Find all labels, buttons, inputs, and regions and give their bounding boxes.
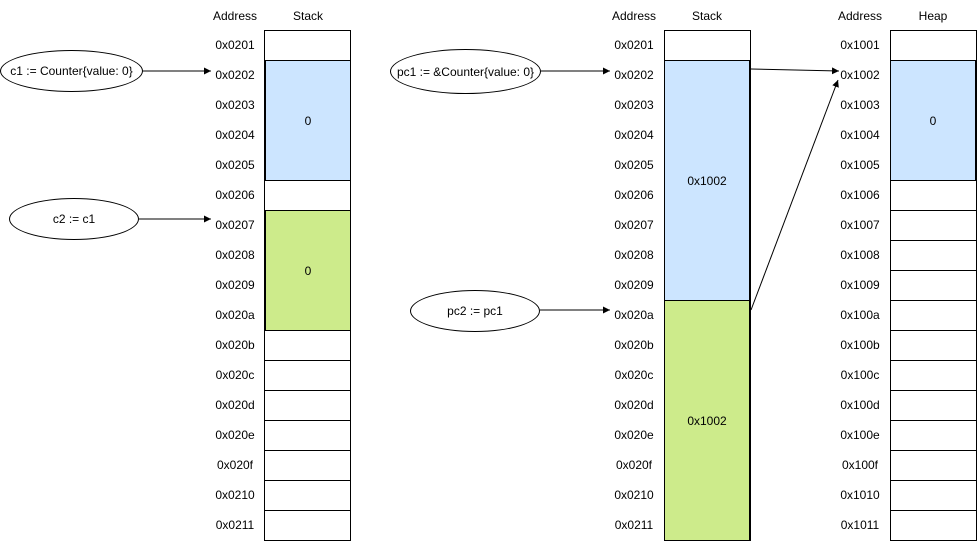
heap-address-label: 0x100a	[840, 308, 880, 322]
pc2-value: 0x1002	[687, 413, 727, 428]
heap-value-block: 0	[890, 60, 976, 181]
left-stack-address-label: 0x020d	[215, 398, 255, 412]
pc2-value-block: 0x1002	[664, 300, 750, 541]
heap-address-label: 0x1001	[840, 38, 880, 52]
middle-stack-memory-cell	[664, 30, 751, 61]
middle-stack-address-label: 0x0211	[614, 518, 654, 532]
c1-value: 0	[304, 113, 312, 128]
middle-stack-address-label: 0x020c	[614, 368, 654, 382]
left-stack-address-label: 0x020a	[215, 308, 255, 322]
middle-stack-address-label: 0x0209	[614, 278, 654, 292]
middle-stack-address-label: 0x0208	[614, 248, 654, 262]
middle-stack-address-label: 0x0201	[614, 38, 654, 52]
middle-stack-address-label: 0x0205	[614, 158, 654, 172]
left-stack-address-label: 0x0204	[215, 128, 255, 142]
heap-header: Heap	[918, 9, 948, 23]
left-stack-address-label: 0x020b	[215, 338, 255, 352]
heap-address-label: 0x1009	[840, 278, 880, 292]
middle-stack-header: Stack	[691, 9, 722, 23]
c2-label: c2 := c1	[52, 212, 96, 226]
heap-address-label: 0x1003	[840, 98, 880, 112]
heap-value: 0	[929, 113, 937, 128]
heap-memory-cell	[890, 330, 977, 361]
left-stack-address-label: 0x0206	[215, 188, 255, 202]
pc1-value-block: 0x1002	[664, 60, 750, 301]
middle-address-header: Address	[611, 9, 657, 23]
middle-stack-address-label: 0x0202	[614, 68, 654, 82]
pc2-pointer-arrow	[750, 79, 839, 311]
middle-stack-address-label: 0x020b	[614, 338, 654, 352]
heap-address-label: 0x1005	[840, 158, 880, 172]
heap-address-label: 0x1004	[840, 128, 880, 142]
heap-memory-cell	[890, 480, 977, 511]
heap-memory-cell	[890, 300, 977, 331]
left-stack-memory-cell	[264, 360, 351, 391]
heap-address-label: 0x1011	[840, 518, 880, 532]
left-stack-address-label: 0x0208	[215, 248, 255, 262]
left-stack-memory-cell	[264, 420, 351, 451]
middle-stack-address-label: 0x0206	[614, 188, 654, 202]
middle-stack-address-label: 0x020d	[614, 398, 654, 412]
left-stack-memory-cell	[264, 480, 351, 511]
pc1-declaration-ellipse: pc1 := &Counter{value: 0}	[390, 49, 541, 94]
c2-value-block: 0	[265, 210, 351, 331]
left-stack-header: Stack	[292, 9, 323, 23]
heap-memory-cell	[890, 240, 977, 271]
heap-address-label: 0x100e	[840, 428, 880, 442]
heap-address-label: 0x1007	[840, 218, 880, 232]
c2-value: 0	[304, 263, 312, 278]
pc1-value: 0x1002	[687, 173, 727, 188]
left-stack-address-label: 0x0205	[215, 158, 255, 172]
heap-address-label: 0x100c	[840, 368, 880, 382]
c1-declaration-ellipse: c1 := Counter{value: 0}	[0, 50, 143, 92]
left-stack-address-label: 0x0209	[215, 278, 255, 292]
left-stack-address-label: 0x0202	[215, 68, 255, 82]
middle-stack-address-label: 0x0207	[614, 218, 654, 232]
left-stack-address-label: 0x0207	[215, 218, 255, 232]
heap-memory-cell	[890, 390, 977, 421]
pc2-declaration-ellipse: pc2 := pc1	[410, 290, 540, 332]
left-stack-address-label: 0x020f	[216, 458, 254, 472]
c1-value-block: 0	[265, 60, 351, 181]
heap-address-label: 0x1008	[840, 248, 880, 262]
pc1-pointer-arrow	[750, 67, 840, 75]
middle-stack-address-label: 0x0204	[614, 128, 654, 142]
c1-label: c1 := Counter{value: 0}	[10, 64, 133, 78]
middle-stack-address-label: 0x020e	[614, 428, 654, 442]
middle-stack-address-label: 0x0203	[614, 98, 654, 112]
left-stack-address-label: 0x0203	[215, 98, 255, 112]
left-stack-address-label: 0x0211	[215, 518, 255, 532]
heap-address-label: 0x1006	[840, 188, 880, 202]
pc1-label: pc1 := &Counter{value: 0}	[396, 64, 535, 79]
heap-address-label: 0x1010	[840, 488, 880, 502]
heap-address-header: Address	[837, 9, 883, 23]
left-stack-address-label: 0x020c	[215, 368, 255, 382]
middle-stack-address-label: 0x020a	[614, 308, 654, 322]
left-stack-memory-cell	[264, 30, 351, 61]
heap-address-label: 0x1002	[840, 68, 880, 82]
pc2-label: pc2 := pc1	[447, 304, 503, 318]
left-stack-memory-cell	[264, 450, 351, 481]
left-stack-address-label: 0x0210	[215, 488, 255, 502]
heap-address-label: 0x100d	[840, 398, 880, 412]
middle-stack-address-label: 0x0210	[614, 488, 654, 502]
left-stack-address-label: 0x0201	[215, 38, 255, 52]
left-stack-address-label: 0x020e	[215, 428, 255, 442]
heap-address-label: 0x100b	[840, 338, 880, 352]
left-address-header: Address	[212, 9, 258, 23]
middle-stack-address-label: 0x020f	[615, 458, 653, 472]
heap-address-label: 0x100f	[841, 458, 879, 472]
c2-declaration-ellipse: c2 := c1	[9, 198, 139, 240]
heap-memory-cell	[890, 360, 977, 391]
